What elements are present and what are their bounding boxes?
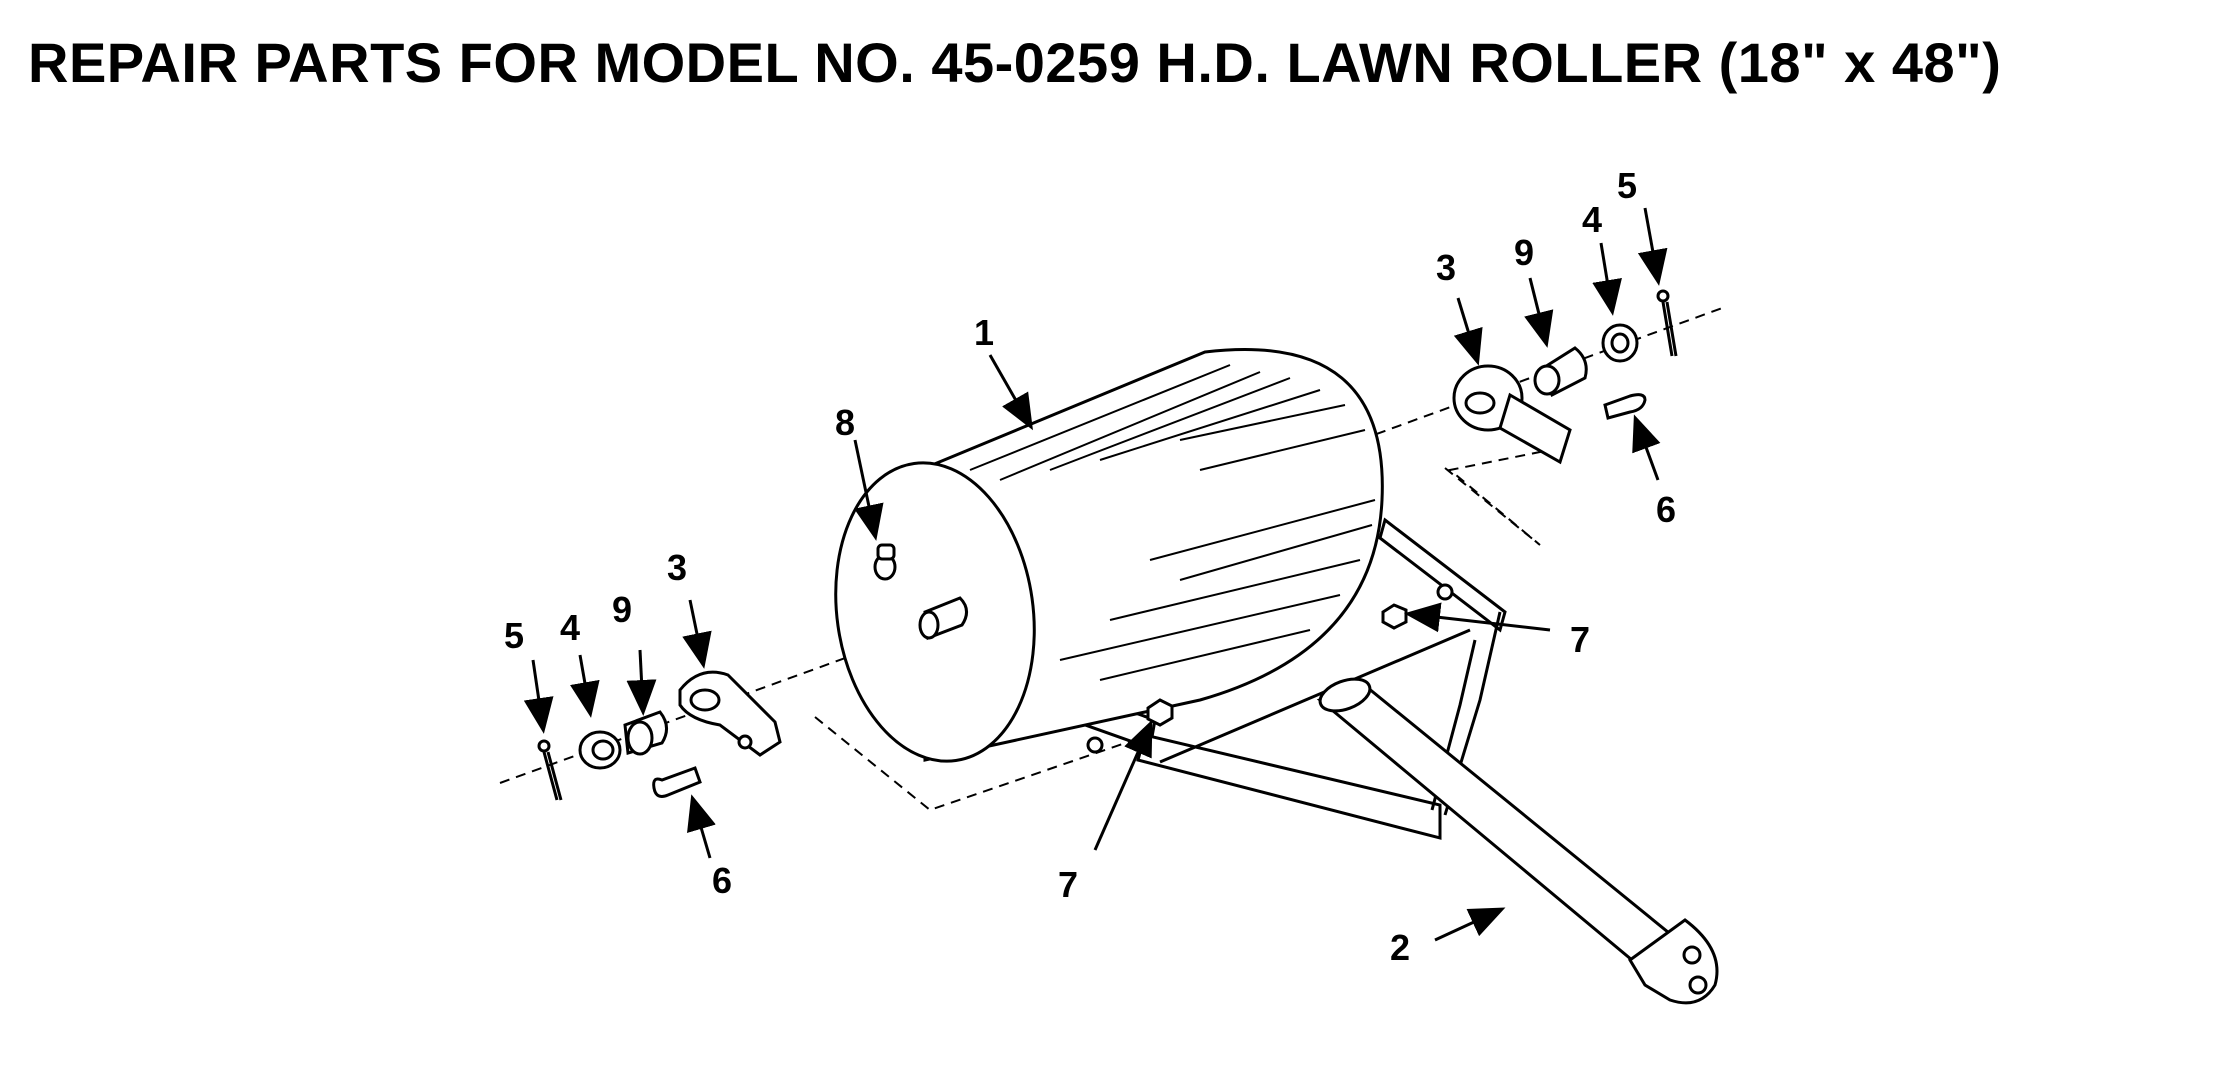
- callout-drum: 1: [974, 312, 994, 353]
- drain-plug: [873, 543, 897, 581]
- page-title: REPAIR PARTS FOR MODEL NO. 45-0259 H.D. …: [28, 31, 2002, 94]
- callout-labels: 1 2 3 3 4 4 5 5 6 6 7 7 8 9 9: [504, 165, 1676, 968]
- callout-cotter-pin-right: 5: [1617, 165, 1637, 206]
- callout-nut-rear: 7: [1570, 619, 1590, 660]
- callout-bolt-left: 6: [712, 860, 732, 901]
- callout-bracket-left: 3: [667, 547, 687, 588]
- roller-drum: [834, 347, 1384, 763]
- left-hardware: [537, 670, 782, 801]
- leader-arrows: [523, 207, 1668, 942]
- callout-cotter-pin-left: 5: [504, 615, 524, 656]
- callout-nut-front: 7: [1058, 864, 1078, 905]
- callout-washer-right: 4: [1582, 199, 1602, 240]
- hex-nuts: [1146, 603, 1408, 727]
- callout-bolt-right: 6: [1656, 489, 1676, 530]
- callout-bushing-right: 9: [1514, 232, 1534, 273]
- callout-bushing-left: 9: [612, 589, 632, 630]
- right-hardware: [1452, 289, 1678, 465]
- callout-washer-left: 4: [560, 607, 580, 648]
- callout-drain-plug: 8: [835, 402, 855, 443]
- callout-bracket-right: 3: [1436, 247, 1456, 288]
- callout-handle: 2: [1390, 927, 1410, 968]
